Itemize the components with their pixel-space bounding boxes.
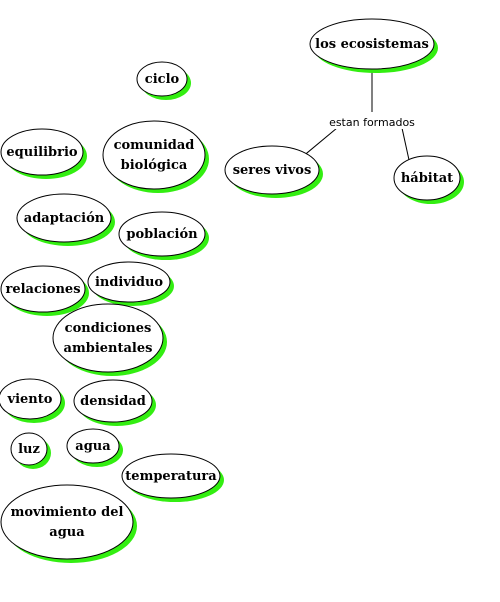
node-agua[interactable]: agua (66, 428, 123, 467)
node-label: viento (7, 392, 53, 407)
node-label: hábitat (401, 171, 453, 186)
node-condiciones-ambientales[interactable]: condiciones ambientales (52, 303, 167, 376)
node-ellipse (118, 211, 206, 257)
link-estan-formados: estan formados (305, 69, 418, 160)
node-label: ambientales (64, 341, 153, 356)
connector-line (305, 127, 338, 154)
node-luz[interactable]: luz (10, 432, 51, 469)
node-ellipse (102, 120, 206, 190)
node-ellipse (0, 378, 62, 420)
node-temperatura[interactable]: temperatura (121, 453, 224, 502)
node-adaptacion[interactable]: adaptación (16, 193, 115, 246)
link-label: estan formados (329, 116, 415, 129)
node-label: equilibrio (6, 145, 78, 160)
node-movimiento-del-agua[interactable]: movimiento del agua (0, 484, 137, 563)
node-label: densidad (80, 394, 146, 409)
node-poblacion[interactable]: población (118, 211, 209, 260)
node-label: temperatura (125, 469, 217, 484)
node-viento[interactable]: viento (0, 378, 65, 423)
link-label-background (326, 114, 418, 129)
node-label: adaptación (24, 211, 105, 226)
node-label: ciclo (145, 72, 180, 87)
node-ellipse (0, 484, 134, 560)
node-ellipse (10, 432, 48, 466)
node-ellipse (0, 128, 84, 176)
concept-nodes: los ecosistemas seres vivos hábitat ciclo eq… (0, 18, 464, 563)
node-label: luz (18, 442, 40, 457)
node-equilibrio[interactable]: equilibrio (0, 128, 87, 179)
node-label: comunidad (114, 138, 195, 153)
node-label: individuo (95, 275, 163, 290)
node-ellipse (121, 453, 221, 499)
node-label: condiciones (65, 321, 152, 336)
node-label: movimiento del (11, 505, 124, 520)
node-label: agua (49, 525, 85, 540)
node-habitat[interactable]: hábitat (393, 155, 464, 204)
node-label: seres vivos (233, 163, 312, 178)
node-seres-vivos[interactable]: seres vivos (224, 145, 323, 198)
node-relaciones[interactable]: relaciones (0, 265, 89, 316)
node-ellipse (309, 18, 435, 70)
node-individuo[interactable]: individuo (87, 261, 174, 306)
node-ellipse (16, 193, 112, 243)
node-ellipse (393, 155, 461, 201)
node-label: relaciones (5, 282, 80, 297)
node-ellipse (224, 145, 320, 195)
node-ellipse (136, 61, 188, 97)
node-ellipse (0, 265, 86, 313)
node-ellipse (52, 303, 164, 373)
node-label: población (126, 227, 198, 242)
node-los-ecosistemas[interactable]: los ecosistemas (309, 18, 438, 73)
node-comunidad-biologica[interactable]: comunidad biológica (102, 120, 209, 193)
node-ellipse (87, 261, 171, 303)
node-label: los ecosistemas (315, 37, 429, 52)
node-label: biológica (121, 158, 188, 173)
node-label: agua (75, 439, 111, 454)
node-ciclo[interactable]: ciclo (136, 61, 191, 100)
connector-line (401, 127, 410, 160)
node-ellipse (66, 428, 120, 464)
node-ellipse (73, 379, 153, 423)
node-densidad[interactable]: densidad (73, 379, 156, 426)
connector-lines: estan formados (305, 69, 418, 160)
